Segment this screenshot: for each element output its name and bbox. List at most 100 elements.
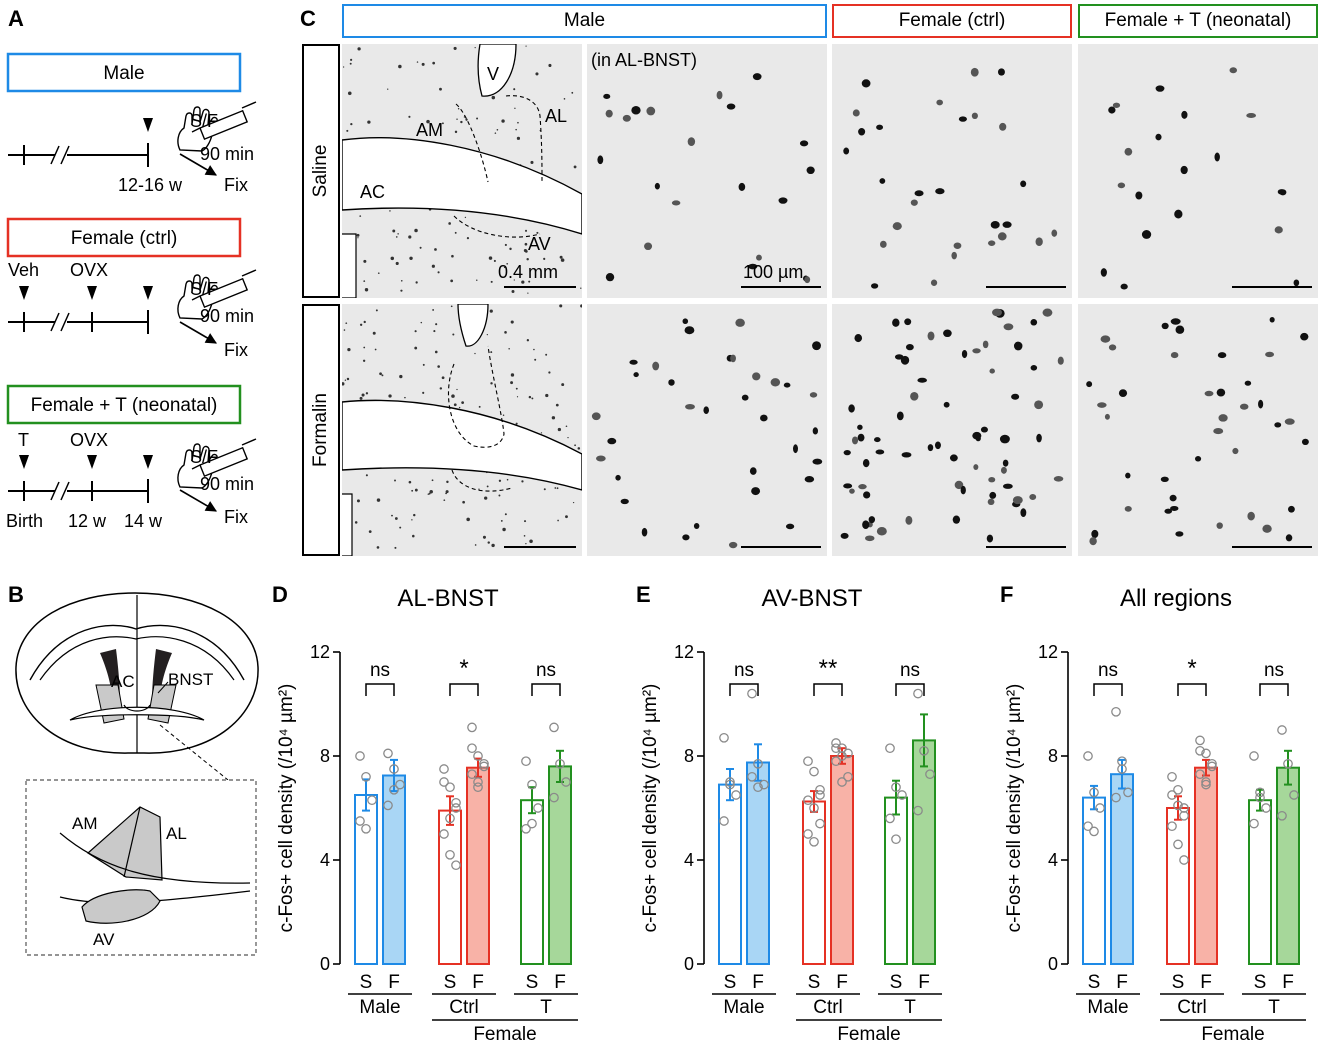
scale-bar-detail bbox=[741, 286, 821, 288]
data-point bbox=[1083, 821, 1093, 832]
bar bbox=[912, 739, 936, 965]
y-tick-label: 8 bbox=[684, 746, 694, 766]
column-header-female-t: Female + T (neonatal) bbox=[1078, 4, 1318, 38]
scale-bar-detail bbox=[741, 546, 821, 548]
significance-bracket bbox=[1177, 683, 1207, 696]
data-point bbox=[725, 777, 735, 787]
significance-label: ns bbox=[734, 660, 754, 681]
data-point bbox=[731, 790, 741, 800]
significance-label: ** bbox=[819, 655, 838, 682]
group-label: T bbox=[904, 997, 916, 1018]
data-point bbox=[451, 797, 461, 808]
micrograph-male-formalin bbox=[587, 304, 827, 556]
data-point bbox=[479, 758, 489, 769]
data-point bbox=[1167, 790, 1177, 800]
group-label: Male bbox=[103, 63, 144, 84]
significance-label: ns bbox=[536, 660, 556, 681]
group-box-female-t bbox=[6, 384, 242, 425]
event-label: T bbox=[18, 430, 29, 450]
time-label: Birth bbox=[6, 511, 43, 531]
scale-label-overview: 0.4 mm bbox=[498, 262, 559, 282]
data-point bbox=[1083, 751, 1093, 761]
data-point bbox=[885, 813, 895, 824]
significance-bracket bbox=[1093, 683, 1123, 696]
supergroup-label: Female bbox=[837, 1024, 900, 1045]
overview-label-al: AL bbox=[545, 106, 567, 126]
group-label: T bbox=[1268, 997, 1280, 1018]
group-label: Male bbox=[359, 997, 400, 1018]
data-point bbox=[837, 751, 847, 761]
data-point bbox=[1111, 792, 1121, 803]
data-point bbox=[389, 764, 399, 774]
x-tick-label: F bbox=[554, 972, 566, 993]
wait-label: 90 min bbox=[200, 144, 254, 164]
x-tick-label: F bbox=[836, 972, 848, 993]
significance-label: * bbox=[1187, 655, 1196, 682]
inset-label-am: AM bbox=[72, 814, 98, 833]
data-point bbox=[1277, 810, 1287, 821]
group-label: Male bbox=[723, 997, 764, 1018]
y-tick-label: 4 bbox=[1048, 850, 1058, 870]
significance-label: ns bbox=[900, 660, 920, 681]
data-point bbox=[1201, 779, 1211, 790]
event-label: OVX bbox=[70, 260, 108, 280]
overview-label-av: AV bbox=[528, 234, 551, 254]
data-point bbox=[1249, 818, 1259, 829]
data-point bbox=[451, 803, 461, 813]
data-point bbox=[467, 743, 477, 754]
overview-label-am: AM bbox=[416, 120, 443, 140]
data-point bbox=[1255, 787, 1265, 798]
significance-bracket bbox=[531, 683, 561, 696]
data-point bbox=[837, 777, 847, 787]
scale-label-detail: 100 µm bbox=[743, 262, 804, 282]
data-point bbox=[1261, 803, 1271, 813]
panel-a-timelines: Male S/F 90 min Fix 12-16 w Female (ctrl… bbox=[6, 52, 257, 531]
overview-label-ac: AC bbox=[360, 182, 385, 202]
chart-title: AL-BNST bbox=[397, 585, 499, 612]
data-point bbox=[747, 688, 757, 699]
data-point bbox=[549, 792, 559, 803]
bar bbox=[746, 761, 770, 965]
data-point bbox=[473, 777, 483, 787]
data-point bbox=[1249, 751, 1259, 761]
fix-label: Fix bbox=[224, 507, 248, 527]
data-point bbox=[759, 779, 769, 790]
x-tick-label: S bbox=[1254, 972, 1267, 993]
significance-label: * bbox=[459, 655, 468, 682]
micrograph-overview-formalin bbox=[342, 304, 582, 556]
x-tick-label: F bbox=[752, 972, 764, 993]
significance-label: ns bbox=[1264, 660, 1284, 681]
x-tick-label: S bbox=[1088, 972, 1101, 993]
column-header-female-ctrl: Female (ctrl) bbox=[832, 4, 1072, 38]
data-point bbox=[1289, 790, 1299, 800]
data-point bbox=[925, 769, 935, 780]
y-axis-label: c-Fos+ cell density (/10⁴ µm²) bbox=[276, 684, 297, 933]
y-tick-label: 4 bbox=[684, 850, 694, 870]
data-point bbox=[831, 756, 841, 767]
x-tick-label: S bbox=[444, 972, 457, 993]
data-point bbox=[1207, 761, 1217, 772]
bar bbox=[1194, 766, 1218, 965]
panel-f-letter: F bbox=[1000, 582, 1014, 607]
bar bbox=[1276, 766, 1300, 965]
panel-c-letter: C bbox=[300, 6, 316, 31]
data-point bbox=[1179, 810, 1189, 821]
data-point bbox=[1095, 803, 1105, 813]
data-point bbox=[891, 834, 901, 845]
data-point bbox=[445, 782, 455, 793]
data-point bbox=[473, 751, 483, 761]
data-point bbox=[1179, 855, 1189, 865]
data-point bbox=[719, 816, 729, 826]
data-point bbox=[1195, 735, 1205, 746]
panel-b-letter: B bbox=[8, 582, 24, 607]
y-axis-label: c-Fos+ cell density (/10⁴ µm²) bbox=[1004, 684, 1025, 933]
data-point bbox=[439, 764, 449, 774]
y-tick-label: 8 bbox=[320, 746, 330, 766]
bar bbox=[382, 774, 406, 965]
fix-label: Fix bbox=[224, 340, 248, 360]
data-point bbox=[891, 782, 901, 793]
y-tick-label: 12 bbox=[1038, 642, 1058, 662]
data-point bbox=[815, 790, 825, 800]
overview-label-v: V bbox=[487, 64, 499, 84]
data-point bbox=[1173, 784, 1183, 795]
